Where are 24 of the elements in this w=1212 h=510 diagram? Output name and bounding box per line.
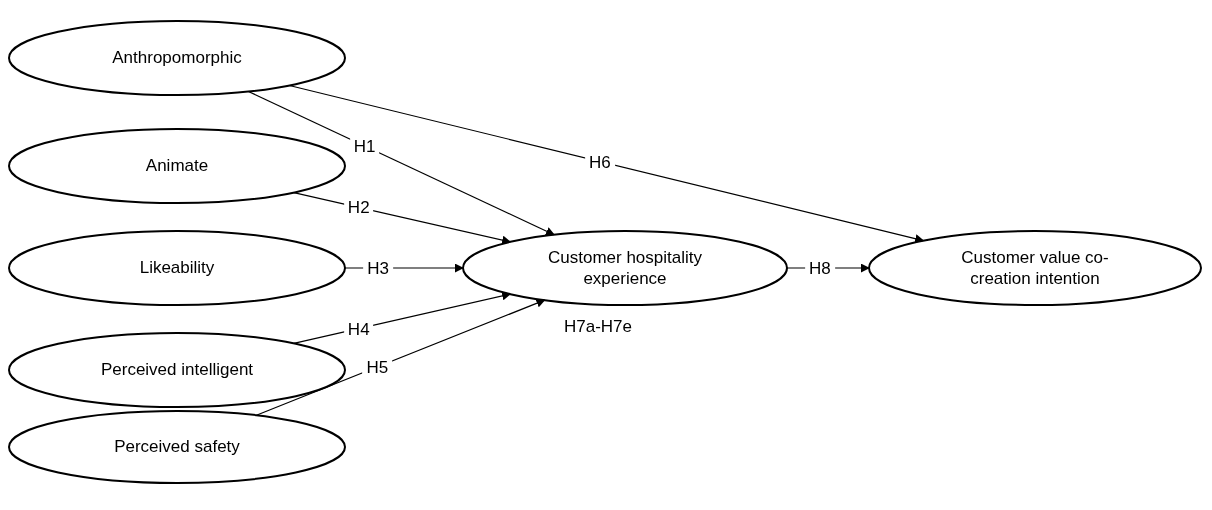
hypothesis-label: H7a-H7e [564,316,633,338]
construct-ellipse [8,332,346,408]
construct-ellipse [8,128,346,204]
construct-ellipse [462,230,788,306]
construct-ellipse [8,20,346,96]
arrow [247,90,555,236]
construct-label: Animate [145,155,209,177]
construct-label: Customer hospitality experience [547,246,703,290]
construct-label: Customer value co-creation intention [960,246,1110,290]
edge-label: H5 [362,358,393,376]
construct-label: Perceived intelligent [100,359,254,381]
arrow [288,84,925,244]
edge-label: H4 [343,320,374,338]
edge-label: H6 [585,153,615,170]
construct-label: Likeability [139,257,215,279]
edge-label: H1 [349,137,380,155]
construct-label: Perceived safety [114,436,240,458]
edge-label: H8 [804,259,835,277]
edge-label: H3 [363,259,393,277]
construct-ellipse [868,230,1202,306]
construct-label: Anthropomorphic [112,47,242,69]
edge-label: H2 [343,198,374,216]
construct-ellipse [8,230,346,306]
construct-ellipse [8,410,346,484]
